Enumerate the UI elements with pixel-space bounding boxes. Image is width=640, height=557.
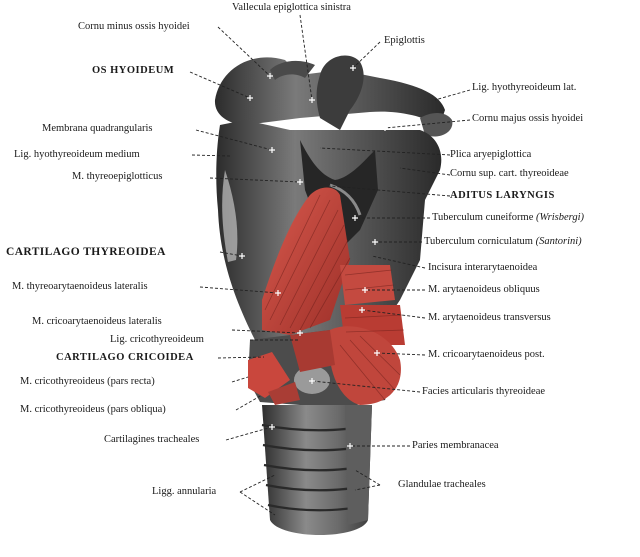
- label-paries-membranacea: Paries membranacea: [412, 440, 499, 451]
- label-facies-articularis: Facies articularis thyreoideae: [422, 386, 546, 397]
- label-lig-cricothyreoideum: Lig. cricothyreoideum: [110, 334, 204, 345]
- label-cartilago-thyreoidea: CARTILAGO THYREOIDEA: [6, 246, 166, 258]
- muscles: [248, 187, 405, 405]
- label-ligg-annularia: Ligg. annularia: [152, 486, 217, 497]
- label-cartilagines-tracheales: Cartilagines tracheales: [104, 434, 200, 445]
- trachea-shape: [261, 405, 372, 535]
- label-tuberculum-corniculatum: Tuberculum corniculatum (Santorini): [424, 236, 582, 248]
- label-epiglottis: Epiglottis: [384, 35, 425, 46]
- label-glandulae-tracheales: Glandulae tracheales: [398, 479, 486, 490]
- label-cornu-majus: Cornu majus ossis hyoidei: [472, 113, 584, 124]
- label-m-cricoarytaenoideus-post: M. cricoarytaenoideus post.: [428, 349, 545, 360]
- label-m-cricoarytaenoideus-lat: M. cricoarytaenoideus lateralis: [32, 316, 162, 327]
- label-m-thyreoarytaenoideus: M. thyreoarytaenoideus lateralis: [12, 281, 148, 292]
- label-cornu-sup: Cornu sup. cart. thyreoideae: [450, 168, 569, 179]
- leader-lines: [189, 14, 471, 516]
- label-lig-hyothyr-lat: Lig. hyothyreoideum lat.: [472, 82, 577, 93]
- tuberculum-corniculatum-text: Tuberculum corniculatum: [424, 236, 533, 247]
- label-m-cricothyreoideus-recta: M. cricothyreoideus (pars recta): [20, 376, 155, 387]
- label-cartilago-cricoidea: CARTILAGO CRICOIDEA: [56, 352, 194, 363]
- label-tuberculum-cuneiforme: Tuberculum cuneiforme (Wrisbergi): [432, 212, 584, 224]
- label-cornu-minus: Cornu minus ossis hyoidei: [78, 21, 190, 32]
- marker-crosses: [239, 65, 388, 449]
- label-os-hyoideum: OS HYOIDEUM: [92, 65, 175, 76]
- label-incisura: Incisura interarytaenoidea: [428, 262, 538, 273]
- epiglottis-shape: [270, 55, 364, 130]
- label-m-cricothyreoideus-obliqua: M. cricothyreoideus (pars obliqua): [20, 404, 166, 415]
- tuberculum-cuneiforme-note: (Wrisbergi): [536, 212, 585, 223]
- label-plica-aryepiglottica: Plica aryepiglottica: [450, 149, 532, 160]
- tuberculum-corniculatum-note: (Santorini): [535, 236, 582, 247]
- label-vallecula: Vallecula epiglottica sinistra: [232, 2, 351, 13]
- label-aditus-laryngis: ADITUS LARYNGIS: [450, 190, 555, 201]
- label-membrana-quadrangularis: Membrana quadrangularis: [42, 123, 153, 134]
- label-m-thyreoepiglotticus: M. thyreoepiglotticus: [72, 171, 163, 182]
- tuberculum-cuneiforme-text: Tuberculum cuneiforme: [432, 212, 534, 223]
- label-lig-hyothyr-medium: Lig. hyothyreoideum medium: [14, 149, 140, 160]
- label-m-arytaenoideus-obliquus: M. arytaenoideus obliquus: [428, 284, 540, 295]
- label-m-arytaenoideus-transversus: M. arytaenoideus transversus: [428, 312, 551, 323]
